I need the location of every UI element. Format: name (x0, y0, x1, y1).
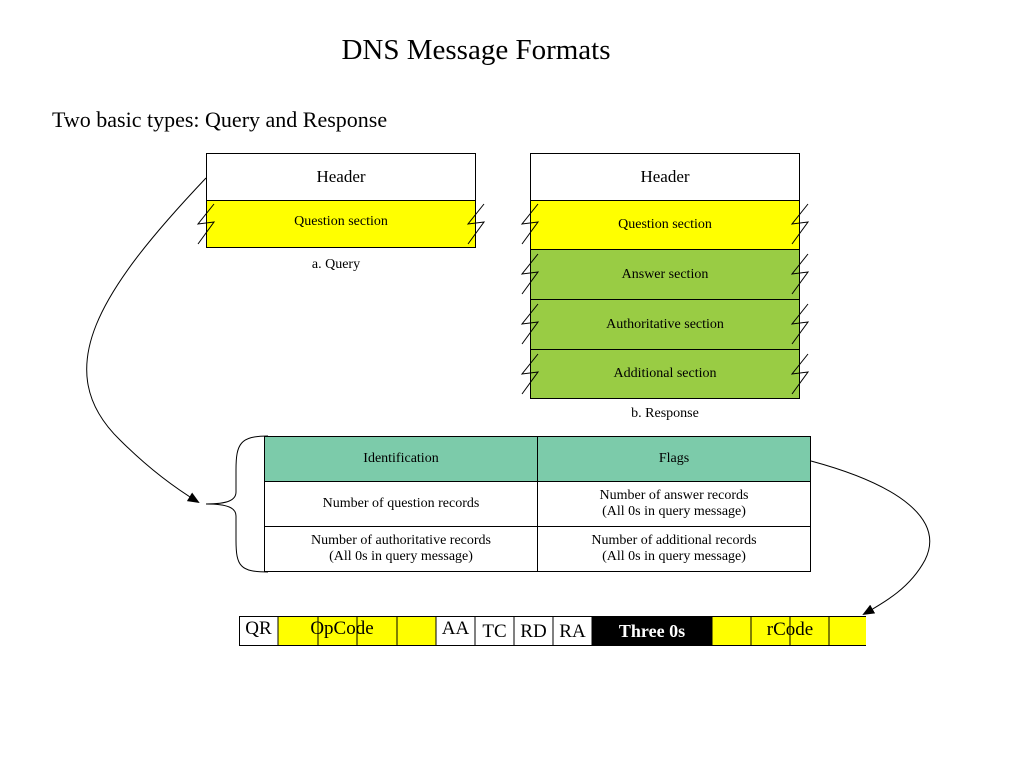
response-break-right-4 (790, 353, 810, 395)
query-question-section: Question section (206, 200, 476, 248)
query-break-right (466, 203, 486, 245)
answer-records-field: Number of answer records (All 0s in quer… (537, 481, 811, 527)
answer-records-label: Number of answer records (599, 488, 749, 503)
response-break-left-1 (520, 203, 540, 245)
response-header: Header (530, 153, 800, 201)
authoritative-records-field: Number of authoritative records (All 0s … (264, 526, 538, 572)
identification-field: Identification (264, 436, 538, 482)
flags-arrow (810, 460, 931, 615)
opcode-flag: OpCode (310, 618, 374, 639)
query-caption: a. Query (311, 257, 361, 272)
rcode-bits (712, 617, 866, 645)
additional-records-note: (All 0s in query message) (602, 549, 746, 564)
zero-bits (592, 617, 712, 645)
additional-records-label: Number of additional records (591, 533, 757, 548)
aa-flag: AA (441, 618, 470, 639)
additional-records-field: Number of additional records (All 0s in … (537, 526, 811, 572)
response-authoritative-section: Authoritative section (530, 299, 800, 350)
response-answer-section: Answer section (530, 249, 800, 300)
response-question-section: Question section (530, 200, 800, 250)
three-zeros-field: Three 0s (618, 620, 686, 641)
response-break-left-4 (520, 353, 540, 395)
response-additional-section: Additional section (530, 349, 800, 399)
subtitle: Two basic types: Query and Response (52, 107, 388, 132)
answer-records-note: (All 0s in query message) (602, 504, 746, 519)
rd-flag: RD (520, 621, 547, 642)
response-break-right-1 (790, 203, 810, 245)
qr-flag: QR (245, 618, 272, 639)
response-break-right-3 (790, 303, 810, 345)
response-break-right-2 (790, 253, 810, 295)
response-break-left-3 (520, 303, 540, 345)
page-title: DNS Message Formats (341, 34, 611, 66)
query-break-left (196, 203, 216, 245)
header-brace (205, 435, 269, 573)
authoritative-records-note: (All 0s in query message) (329, 549, 473, 564)
tc-flag: TC (482, 621, 507, 642)
response-caption: b. Response (631, 406, 699, 421)
question-records-field: Number of question records (264, 481, 538, 527)
flag-bit-dividers (277, 616, 830, 646)
authoritative-records-label: Number of authoritative records (311, 533, 491, 548)
response-break-left-2 (520, 253, 540, 295)
ra-flag: RA (559, 621, 586, 642)
header-arrow (86, 177, 207, 504)
